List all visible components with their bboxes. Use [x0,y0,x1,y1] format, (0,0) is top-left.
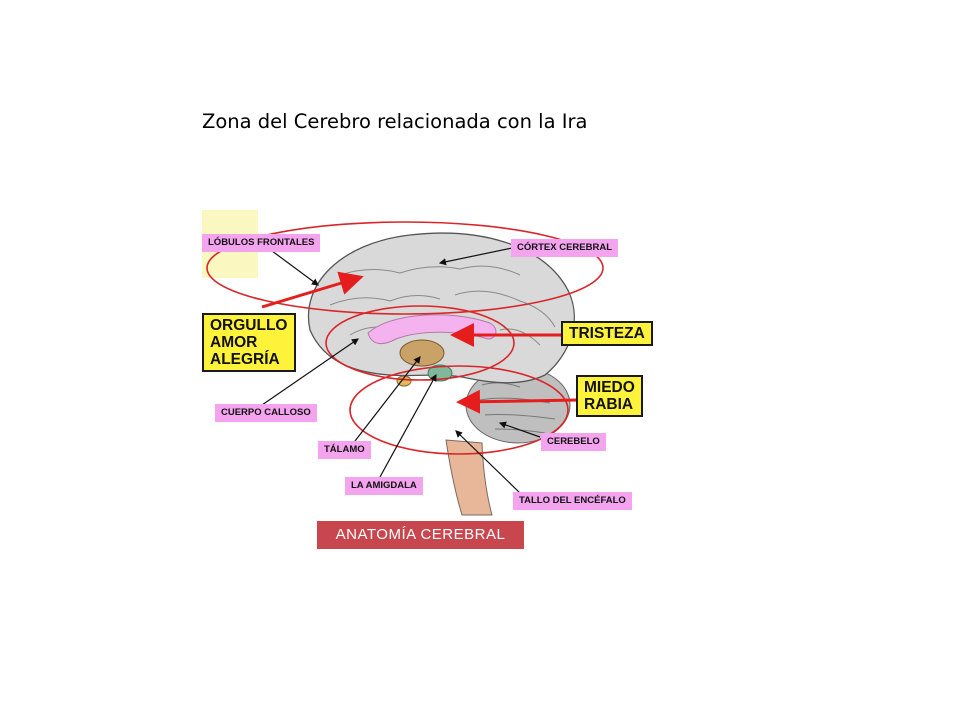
slide-title: Zona del Cerebro relacionada con la Ira [202,110,588,133]
corpus-callosum [367,314,497,344]
emotion-amor: AMOR [210,334,258,351]
anatomy-banner: ANATOMÍA CEREBRAL [317,521,524,549]
emotion-box-miedo-rabia: MIEDO RABIA [576,375,643,417]
brain-stem [445,439,493,516]
ring-lower [349,365,569,455]
emotion-tristeza: TRISTEZA [569,325,645,342]
label-tallo-del-encefalo: TALLO DEL ENCÉFALO [513,492,632,510]
brain-illustration [202,210,604,516]
emotion-rabia: RABIA [584,396,634,413]
label-cortex-cerebral: CÓRTEX CEREBRAL [511,239,619,257]
emotion-orgullo: ORGULLO [210,317,288,334]
label-cerebelo: CEREBELO [541,433,606,451]
ring-limbic [325,305,515,381]
label-cuerpo-calloso: CUERPO CALLOSO [215,404,317,422]
emotion-box-orgullo-amor-alegria: ORGULLO AMOR ALEGRÍA [202,313,296,372]
arrow-orgullo [261,271,364,309]
label-talamo: TÁLAMO [318,441,371,459]
emotion-alegria: ALEGRÍA [210,351,280,368]
arrow-miedo-rabia [456,389,579,414]
emotion-box-tristeza: TRISTEZA [561,321,653,346]
ring-cortex [206,221,604,315]
emotion-miedo: MIEDO [584,379,635,396]
thalamus [399,339,445,367]
label-la-amigdala: LA AMIGDALA [345,477,423,495]
label-lobulos-frontales: LÓBULOS FRONTALES [202,234,321,252]
brain-anatomy-figure: LÓBULOS FRONTALES CÓRTEX CEREBRAL CUERPO… [200,205,665,550]
